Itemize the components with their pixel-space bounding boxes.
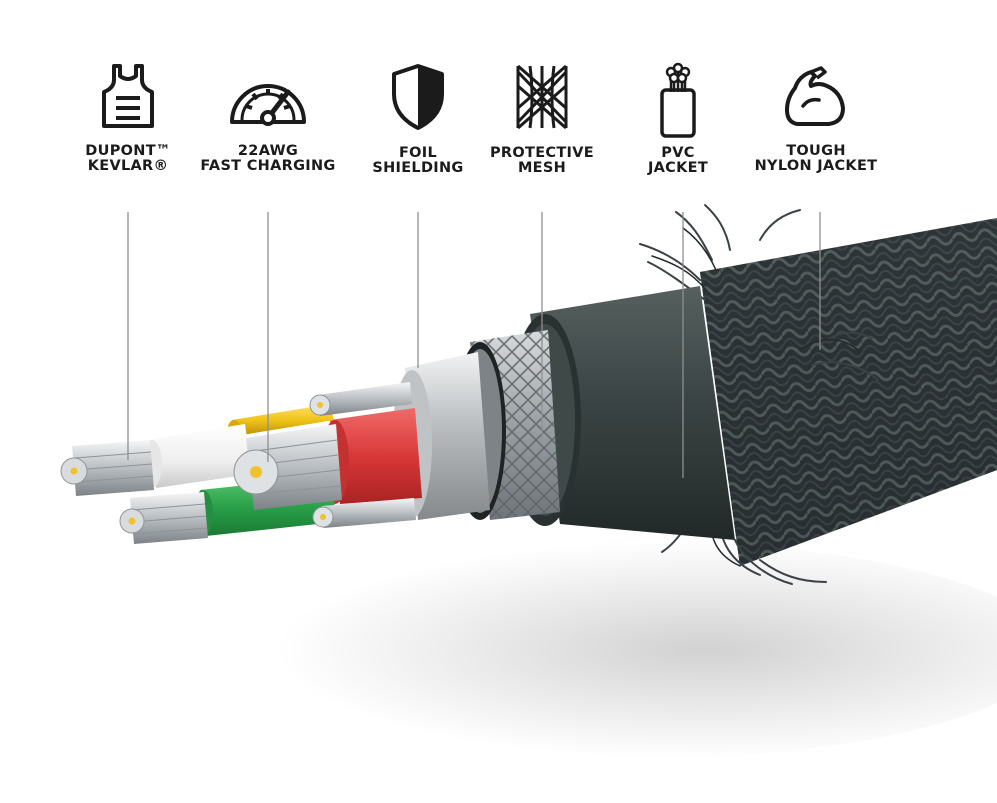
label-mesh-line1: PROTECTIVE [490, 145, 594, 161]
label-mesh-line2: MESH [517, 160, 567, 176]
label-pvc: PVC JACKET [603, 62, 753, 176]
label-nylon-line1: TOUGH [786, 143, 846, 159]
conductor-strands [60, 382, 416, 544]
label-kevlar-line1: DUPONT™ [85, 143, 171, 159]
mesh-icon [516, 64, 568, 130]
leader-lines [127, 212, 821, 478]
label-kevlar-line2: KEVLAR® [87, 158, 169, 174]
flexed-arm-icon [785, 66, 845, 126]
label-awg-line1: 22AWG [237, 143, 299, 159]
label-foil-line1: FOIL [398, 145, 438, 161]
label-pvc-line1: PVC [661, 145, 695, 161]
label-mesh: PROTECTIVE MESH [467, 62, 617, 176]
label-awg-line2: FAST CHARGING [200, 158, 336, 174]
label-nylon-line2: NYLON JACKET [754, 158, 878, 174]
label-kevlar: DUPONT™ KEVLAR® [53, 62, 203, 174]
floor-shadow [190, 540, 997, 760]
label-foil: FOIL SHIELDING [343, 62, 493, 176]
shield-icon [392, 64, 444, 130]
label-awg: 22AWG FAST CHARGING [193, 62, 343, 174]
label-pvc-line2: JACKET [647, 160, 709, 176]
gauge-icon [230, 84, 306, 126]
label-nylon: TOUGH NYLON JACKET [741, 62, 891, 174]
label-foil-line2: SHIELDING [372, 160, 464, 176]
wire-bundle-icon [660, 62, 696, 138]
vest-icon [102, 64, 154, 128]
nylon-jacket [639, 204, 997, 585]
